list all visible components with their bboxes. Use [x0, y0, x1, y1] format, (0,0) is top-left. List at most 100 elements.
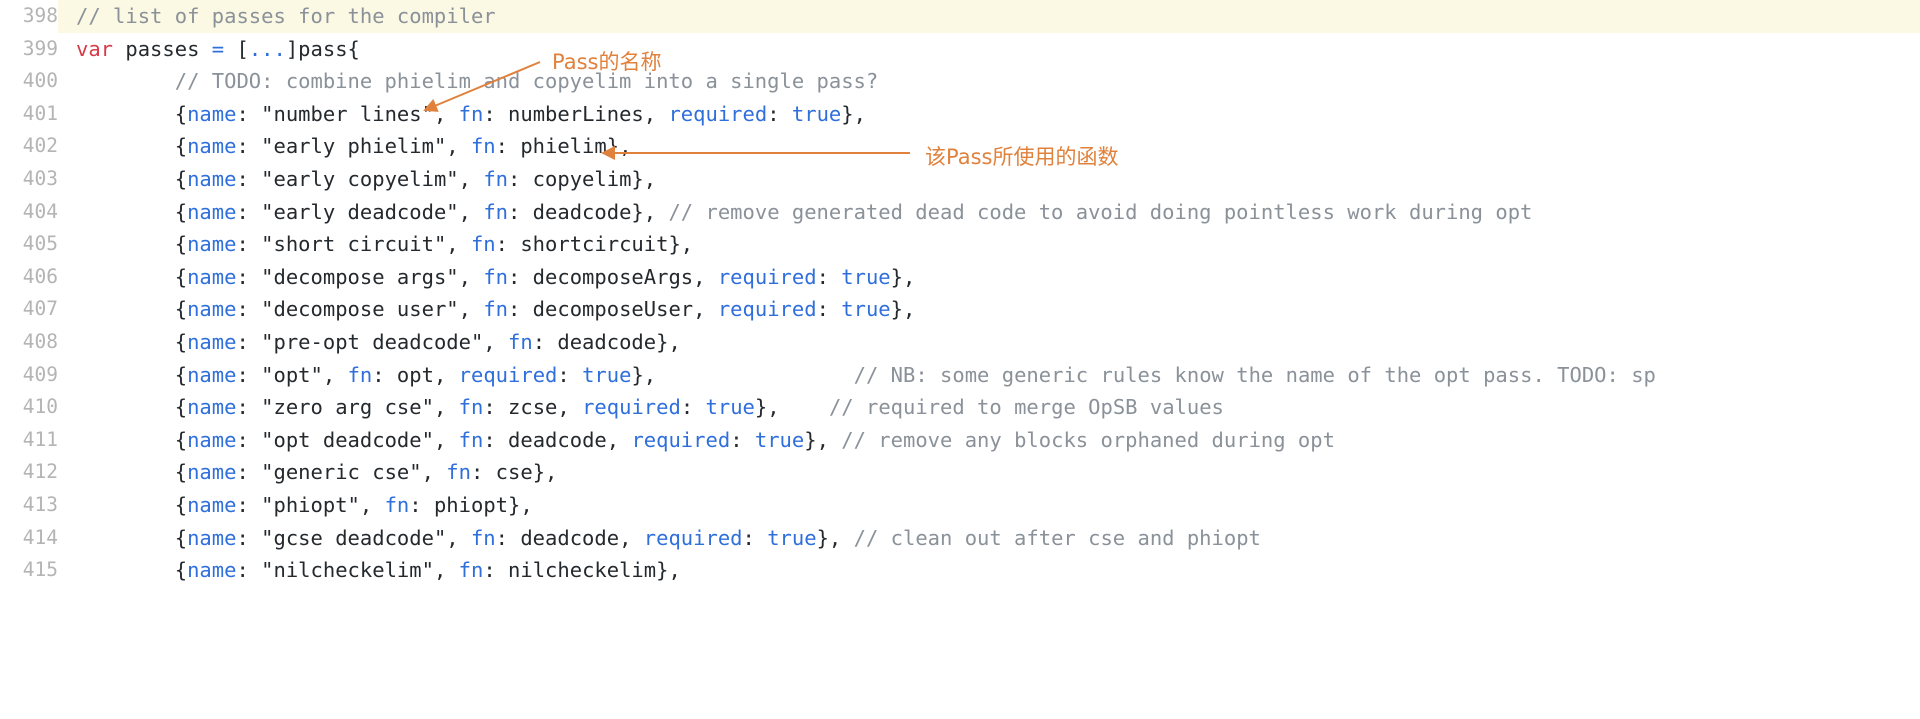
token-plain: : "pre-opt deadcode", — [236, 329, 508, 354]
token-key: fn — [458, 395, 484, 420]
annotation-label-pass-function: 该Pass所使用的函数 — [925, 145, 1119, 169]
token-key: name — [187, 427, 237, 452]
token-plain: : nilcheckelim}, — [483, 558, 681, 583]
line-content[interactable]: {name: "early deadcode", fn: deadcode}, … — [58, 196, 1920, 229]
line-content[interactable]: {name: "decompose user", fn: decomposeUs… — [58, 293, 1920, 326]
line-number: 405 — [22, 232, 58, 256]
token-plain: { — [76, 460, 188, 485]
line-content[interactable]: {name: "short circuit", fn: shortcircuit… — [58, 228, 1920, 261]
token-key: required — [717, 264, 817, 289]
code-line[interactable]: 400 // TODO: combine phielim and copyeli… — [0, 65, 1920, 98]
token-plain: { — [76, 199, 188, 224]
token-bool: true — [841, 264, 891, 289]
token-bool: true — [791, 101, 842, 126]
token-plain: : decomposeUser, — [508, 297, 718, 322]
token-plain: : phielim}, — [495, 134, 632, 159]
token-key: name — [187, 297, 237, 322]
token-key: fn — [483, 199, 508, 224]
annotation-label-pass-name: Pass的名称 — [552, 50, 662, 74]
token-key: required — [631, 427, 731, 452]
token-key: fn — [483, 166, 508, 191]
token-plain: : — [816, 264, 842, 289]
token-op: ... — [248, 36, 286, 61]
code-line[interactable]: 409 {name: "opt", fn: opt, required: tru… — [0, 359, 1920, 392]
token-plain: { — [76, 264, 188, 289]
line-content[interactable]: {name: "opt deadcode", fn: deadcode, req… — [58, 424, 1920, 457]
code-line[interactable]: 405 {name: "short circuit", fn: shortcir… — [0, 228, 1920, 261]
token-plain: : — [742, 525, 768, 550]
code-line[interactable]: 401 {name: "number lines", fn: numberLin… — [0, 98, 1920, 131]
line-number: 415 — [22, 558, 58, 582]
token-comment: // TODO: combine phielim and copyelim in… — [76, 69, 879, 94]
code-line[interactable]: 398 // list of passes for the compiler — [0, 0, 1920, 33]
code-line[interactable]: 410 {name: "zero arg cse", fn: zcse, req… — [0, 391, 1920, 424]
line-content[interactable]: {name: "phiopt", fn: phiopt}, — [58, 489, 1920, 522]
code-line[interactable]: 403 {name: "early copyelim", fn: copyeli… — [0, 163, 1920, 196]
code-line[interactable]: 412 {name: "generic cse", fn: cse}, — [0, 456, 1920, 489]
token-key: fn — [483, 297, 508, 322]
code-line[interactable]: 413 {name: "phiopt", fn: phiopt}, — [0, 489, 1920, 522]
line-content[interactable]: {name: "pre-opt deadcode", fn: deadcode}… — [58, 326, 1920, 359]
token-comment: // remove generated dead code to avoid d… — [668, 199, 1533, 224]
line-content[interactable]: {name: "opt", fn: opt, required: true}, … — [58, 359, 1920, 392]
line-number: 407 — [22, 297, 58, 321]
line-content[interactable]: // list of passes for the compiler — [58, 0, 1920, 33]
token-plain: passes — [113, 36, 212, 61]
token-comment: // list of passes for the compiler — [76, 4, 496, 28]
token-plain: : deadcode, — [483, 427, 632, 452]
token-key: fn — [458, 101, 484, 126]
token-key: required — [458, 362, 558, 387]
line-content[interactable]: // TODO: combine phielim and copyelim in… — [58, 65, 1920, 98]
token-key: name — [187, 101, 237, 126]
token-plain: }, — [631, 362, 854, 387]
token-key: name — [187, 232, 237, 257]
token-comment: // required to merge OpSB values — [828, 395, 1224, 420]
line-content[interactable]: {name: "zero arg cse", fn: zcse, require… — [58, 391, 1920, 424]
token-key: required — [643, 525, 743, 550]
line-number: 402 — [22, 134, 58, 158]
line-number: 408 — [22, 329, 58, 353]
line-number: 400 — [22, 69, 58, 93]
code-line[interactable]: 415 {name: "nilcheckelim", fn: nilchecke… — [0, 554, 1920, 587]
line-number: 398 — [22, 4, 58, 27]
code-line[interactable]: 414 {name: "gcse deadcode", fn: deadcode… — [0, 522, 1920, 555]
line-content[interactable]: {name: "generic cse", fn: cse}, — [58, 456, 1920, 489]
token-plain: : opt, — [372, 362, 459, 387]
token-plain: : shortcircuit}, — [495, 232, 694, 257]
code-line[interactable]: 404 {name: "early deadcode", fn: deadcod… — [0, 196, 1920, 229]
line-content[interactable]: {name: "number lines", fn: numberLines, … — [58, 98, 1920, 131]
token-key: fn — [347, 362, 373, 387]
line-number: 399 — [22, 36, 58, 60]
token-plain: { — [76, 492, 188, 517]
token-comment: // remove any blocks orphaned during opt — [841, 427, 1335, 452]
token-plain: : "generic cse", — [236, 460, 447, 485]
token-key: required — [668, 101, 768, 126]
token-plain: : — [730, 427, 755, 452]
token-key: name — [187, 492, 237, 517]
line-content[interactable]: {name: "early copyelim", fn: copyelim}, — [58, 163, 1920, 196]
line-content[interactable]: {name: "gcse deadcode", fn: deadcode, re… — [58, 522, 1920, 555]
line-content[interactable]: var passes = [...]pass{ — [58, 33, 1920, 66]
token-key: name — [187, 264, 237, 289]
token-key: name — [187, 395, 237, 420]
token-key: fn — [470, 134, 496, 159]
token-op: = — [211, 36, 225, 61]
token-key: fn — [483, 264, 508, 289]
code-line[interactable]: 407 {name: "decompose user", fn: decompo… — [0, 293, 1920, 326]
line-content[interactable]: {name: "decompose args", fn: decomposeAr… — [58, 261, 1920, 294]
token-plain: : — [816, 297, 842, 322]
token-plain: : "decompose user", — [236, 297, 484, 322]
line-content[interactable]: {name: "nilcheckelim", fn: nilcheckelim}… — [58, 554, 1920, 587]
token-plain: : "early deadcode", — [236, 199, 484, 224]
code-line[interactable]: 406 {name: "decompose args", fn: decompo… — [0, 261, 1920, 294]
code-line[interactable]: 411 {name: "opt deadcode", fn: deadcode,… — [0, 424, 1920, 457]
token-bool: true — [582, 362, 632, 387]
token-plain: : "nilcheckelim", — [236, 558, 459, 583]
token-comment: // NB: some generic rules know the name … — [853, 362, 1656, 387]
code-line[interactable]: 408 {name: "pre-opt deadcode", fn: deadc… — [0, 326, 1920, 359]
line-number: 403 — [22, 166, 58, 190]
token-plain: : copyelim}, — [508, 166, 657, 191]
token-plain: { — [76, 329, 188, 354]
token-plain: : "early phielim", — [236, 134, 471, 159]
